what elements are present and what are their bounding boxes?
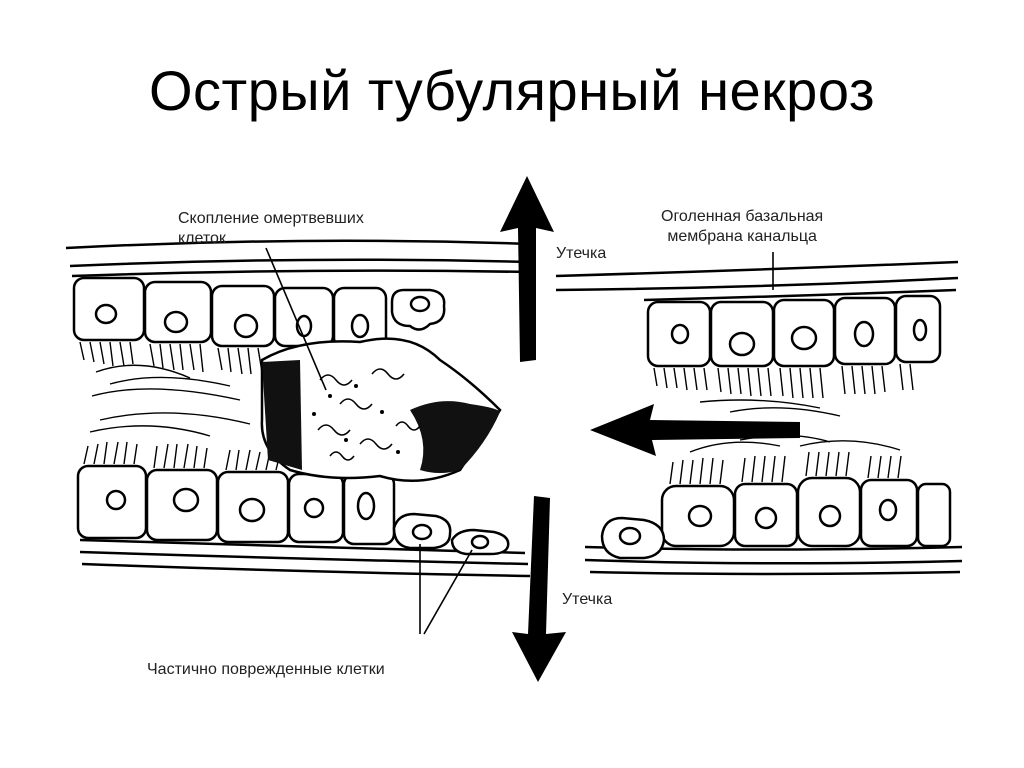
label-dead-cells: Скопление омертвевших клеток (178, 210, 364, 247)
nucleus (172, 487, 200, 513)
left-top-epithelium (72, 276, 388, 401)
left-top-wall (65, 239, 531, 278)
cell (833, 296, 897, 366)
label-basal-membrane: Оголенная базальная мембрана канальца (661, 208, 824, 245)
cell (72, 276, 146, 342)
cell (859, 478, 919, 548)
cell (733, 482, 799, 548)
cell (916, 482, 952, 548)
cell (894, 294, 942, 364)
cell (660, 484, 736, 548)
cell (342, 472, 396, 546)
nucleus (878, 498, 898, 522)
nucleus (350, 313, 370, 339)
leader-damaged-2 (423, 549, 473, 635)
cell (287, 472, 345, 544)
left-bottom-epithelium (76, 412, 396, 546)
cell (216, 470, 290, 544)
nucleus (233, 313, 259, 339)
nucleus (687, 504, 713, 528)
leader-lines (265, 247, 774, 635)
cell (772, 298, 836, 368)
nucleus (94, 303, 118, 325)
cell (796, 476, 862, 548)
right-bottom-epithelium (660, 434, 952, 548)
nucleus (818, 504, 842, 528)
nucleus (356, 491, 376, 521)
detached-cell-top (390, 288, 446, 331)
label-leak-bottom: Утечка (562, 591, 613, 608)
leak-arrow-up (500, 176, 554, 362)
dead-cell-clump (260, 337, 502, 483)
nucleus (105, 489, 127, 511)
detached-cell-right (600, 516, 666, 560)
label-leak-top: Утечка (556, 245, 607, 262)
leader-dead-cells (265, 247, 327, 391)
nucleus (303, 497, 325, 519)
nucleus (163, 310, 189, 334)
right-top-epithelium (646, 294, 942, 417)
right-top-wall (555, 260, 959, 302)
nucleus (670, 323, 690, 345)
nucleus (790, 325, 818, 351)
nucleus (754, 506, 778, 530)
leak-arrow-down (512, 496, 566, 682)
cell (145, 468, 219, 542)
nucleus (238, 497, 266, 523)
leak-arrow-left (590, 404, 800, 456)
damaged-cell-1 (392, 512, 452, 550)
slide-title: Острый тубулярный некроз (148, 59, 876, 122)
nucleus (912, 318, 928, 342)
damaged-cell-2 (450, 528, 510, 556)
label-damaged-cells: Частично поврежденные клетки (147, 661, 385, 678)
nucleus (728, 331, 756, 357)
nucleus (853, 320, 875, 348)
cell (76, 464, 148, 540)
cell (646, 300, 712, 368)
